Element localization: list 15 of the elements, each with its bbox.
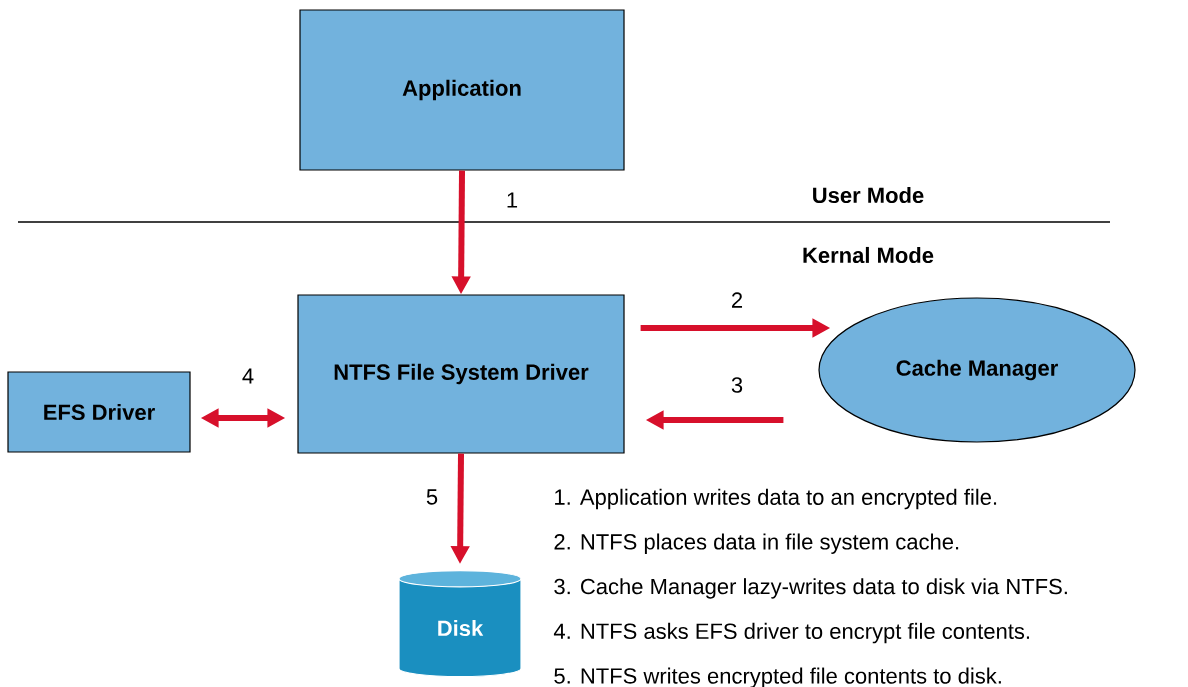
process-box: Application [299, 9, 625, 171]
mode-label: User Mode [813, 186, 924, 204]
note-text: 1. Application writes data to an encrypted file. [555, 488, 997, 510]
edge-label: 2 [732, 292, 743, 308]
process-box: EFS Driver [7, 371, 191, 453]
edge-label: 1 [507, 192, 518, 208]
note-text: 4. NTFS asks EFS driver to encrypt file contents. [553, 622, 1029, 644]
edge-label: 5 [426, 489, 438, 505]
edge-label: 4 [242, 368, 254, 384]
mode-label: Kernal Mode [803, 246, 934, 264]
edge-label: 3 [731, 377, 743, 393]
note-text: 2. NTFS places data in file system cache. [554, 533, 959, 554]
process-box: NTFS File System Driver [297, 294, 625, 454]
disk-cylinder: Disk [398, 570, 522, 678]
note-text: 3. Cache Manager lazy-writes data to disk via NTFS. [554, 578, 1067, 599]
